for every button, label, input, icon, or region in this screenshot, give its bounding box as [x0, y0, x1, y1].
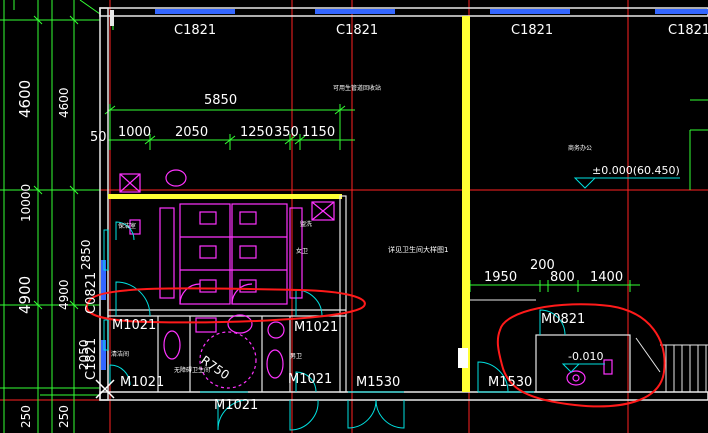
level-markers [561, 177, 680, 373]
dim-label: 1950 [484, 270, 517, 285]
dim-label: 2050 [77, 339, 91, 370]
dim-label: 1400 [590, 270, 623, 285]
toilet-fixture [199, 245, 217, 259]
door-label: M1021 [214, 398, 258, 413]
wc-level: -0.010 [568, 350, 603, 363]
windows [101, 9, 708, 370]
column-marker [110, 10, 114, 26]
note-detail-ref: 详见卫生间大样图1 [388, 245, 448, 254]
dim-label: 10000 [19, 184, 33, 222]
window-label: C1821 [336, 23, 378, 38]
toilet-fixture [239, 211, 257, 225]
top-dimension-lines [104, 10, 708, 292]
window-label: C1821 [84, 338, 99, 380]
note-female-wc: 女卫 [296, 247, 308, 255]
dim-label: 350 [274, 125, 299, 140]
dim-label: 4600 [57, 87, 71, 118]
dim-label: 4600 [16, 80, 34, 118]
window-label: C1821 [174, 23, 216, 38]
note-accessible-wc: 无障碍卫生间 [174, 366, 210, 374]
dim-label: 1250 [240, 125, 273, 140]
dim-label: 4900 [57, 279, 71, 310]
toilet-fixture [239, 245, 257, 259]
stairs [635, 337, 708, 392]
window-label: C1821 [668, 23, 708, 38]
door-label: M1021 [288, 372, 332, 387]
note-janitor: 保洁室 [118, 222, 136, 230]
annotation-circle-right [496, 303, 666, 408]
note-staff-office: 商务办公 [568, 144, 592, 152]
toilet-fixture [199, 279, 217, 293]
dim-label: 4900 [16, 276, 34, 314]
door-label: M1530 [488, 375, 532, 390]
note-water-pipe: 可用生管道回收站 [333, 84, 381, 92]
note-male-wc: 男卫 [290, 353, 302, 360]
doors [103, 221, 566, 431]
door-label: M0821 [541, 312, 585, 327]
floor-level: ±0.000(60.450) [592, 164, 680, 177]
note-cleaning-room: 清洁间 [111, 350, 129, 358]
annotation-circle-left [85, 287, 366, 324]
door-label: M1530 [356, 375, 400, 390]
note-wash: 盥洗 [300, 220, 312, 228]
left-dimension-lines [0, 0, 101, 433]
toilet-fixture [199, 211, 217, 225]
corner-marker [95, 348, 468, 399]
dim-label: 250 [19, 405, 33, 428]
window-label: C1821 [511, 23, 553, 38]
dim-label: 2050 [175, 125, 208, 140]
dim-label: 250 [57, 405, 71, 428]
door-label: M1021 [294, 320, 338, 335]
dim-label: 5850 [204, 93, 237, 108]
partition-wall-highlight [462, 16, 470, 392]
door-label: M1021 [120, 375, 164, 390]
dim-label: 1000 [118, 125, 151, 140]
toilet-fixture [239, 279, 257, 293]
toilet-block-wall-highlight [108, 194, 342, 199]
door-label: M1021 [112, 318, 156, 333]
dim-label: 200 [530, 258, 555, 273]
dim-label: 2850 [79, 239, 93, 270]
toilet-stalls [119, 169, 613, 389]
dim-label: 1150 [302, 125, 335, 140]
sink-fixture [119, 173, 141, 193]
sink-fixture [311, 201, 335, 221]
window-label: C0821 [84, 272, 99, 314]
dim-label: 50 [90, 130, 107, 145]
sink-fixture [165, 169, 187, 187]
dim-label: 800 [550, 270, 575, 285]
radius-label: R750 [198, 353, 232, 382]
